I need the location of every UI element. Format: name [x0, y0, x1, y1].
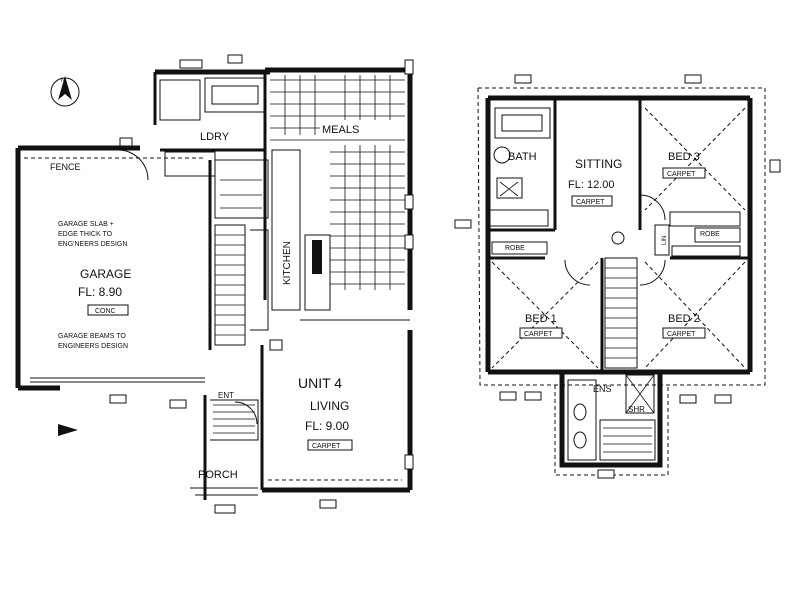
ensuite-room-name: ENS	[593, 384, 612, 394]
meals-room-name: MEALS	[322, 124, 359, 136]
garage-beam-note-1: GARAGE BEAMS TO	[58, 333, 126, 340]
bed1-room-name: BED 1	[525, 313, 557, 325]
garage-floor-level: FL: 8.90	[78, 285, 122, 299]
svg-text:N: N	[61, 78, 65, 84]
garage-room-name: GARAGE	[80, 267, 131, 281]
laundry-room-name: LDRY	[200, 131, 230, 143]
porch-room-name: PORCH	[198, 469, 238, 481]
kitchen-room-name: KITCHEN	[282, 241, 293, 285]
living-floor-level: FL: 9.00	[305, 419, 349, 433]
fence-label: FENCE	[50, 162, 81, 172]
garage-finish: CONC	[95, 308, 116, 315]
upper-stairs	[604, 257, 638, 369]
upper-window-tags	[454, 74, 781, 479]
meals-floor-tiles	[270, 75, 405, 290]
garage-slab-note-3: ENG'NEERS DESIGN	[58, 241, 127, 248]
ground-floor-plan: N	[15, 54, 414, 514]
entry-arrow-icon	[58, 424, 78, 436]
shower-label: SHR	[628, 405, 645, 414]
living-room-name: LIVING	[310, 399, 349, 413]
unit-name: UNIT 4	[298, 375, 342, 391]
garage-slab-note-2: EDGE THICK TO	[58, 231, 113, 238]
garage-beam-note-2: ENGINEERS DESIGN	[58, 343, 128, 350]
bed3-room-name: BED 3	[668, 151, 700, 163]
downpipe-label: DP	[728, 96, 736, 102]
entry-room-name: ENT	[218, 391, 234, 400]
bed2-room-name: BED 2	[668, 313, 700, 325]
sitting-room-name: SITTING	[575, 157, 622, 171]
sitting-floor-level: FL: 12.00	[568, 179, 614, 191]
robe-label-2: ROBE	[505, 245, 525, 252]
sitting-finish: CARPET	[576, 199, 605, 206]
bed1-finish: CARPET	[524, 331, 553, 338]
living-finish: CARPET	[312, 443, 341, 450]
bed2-finish: CARPET	[667, 331, 696, 338]
ground-stairs	[214, 224, 269, 346]
bed3-finish: CARPET	[667, 171, 696, 178]
linen-label: LIN	[662, 236, 668, 245]
north-arrow-icon: N	[50, 76, 80, 107]
robe-label-1: ROBE	[700, 231, 720, 238]
ground-window-tags	[109, 54, 414, 514]
garage-slab-note-1: GARAGE SLAB +	[58, 221, 114, 228]
upper-floor-plan	[454, 74, 781, 479]
bath-room-name: BATH	[508, 151, 537, 163]
